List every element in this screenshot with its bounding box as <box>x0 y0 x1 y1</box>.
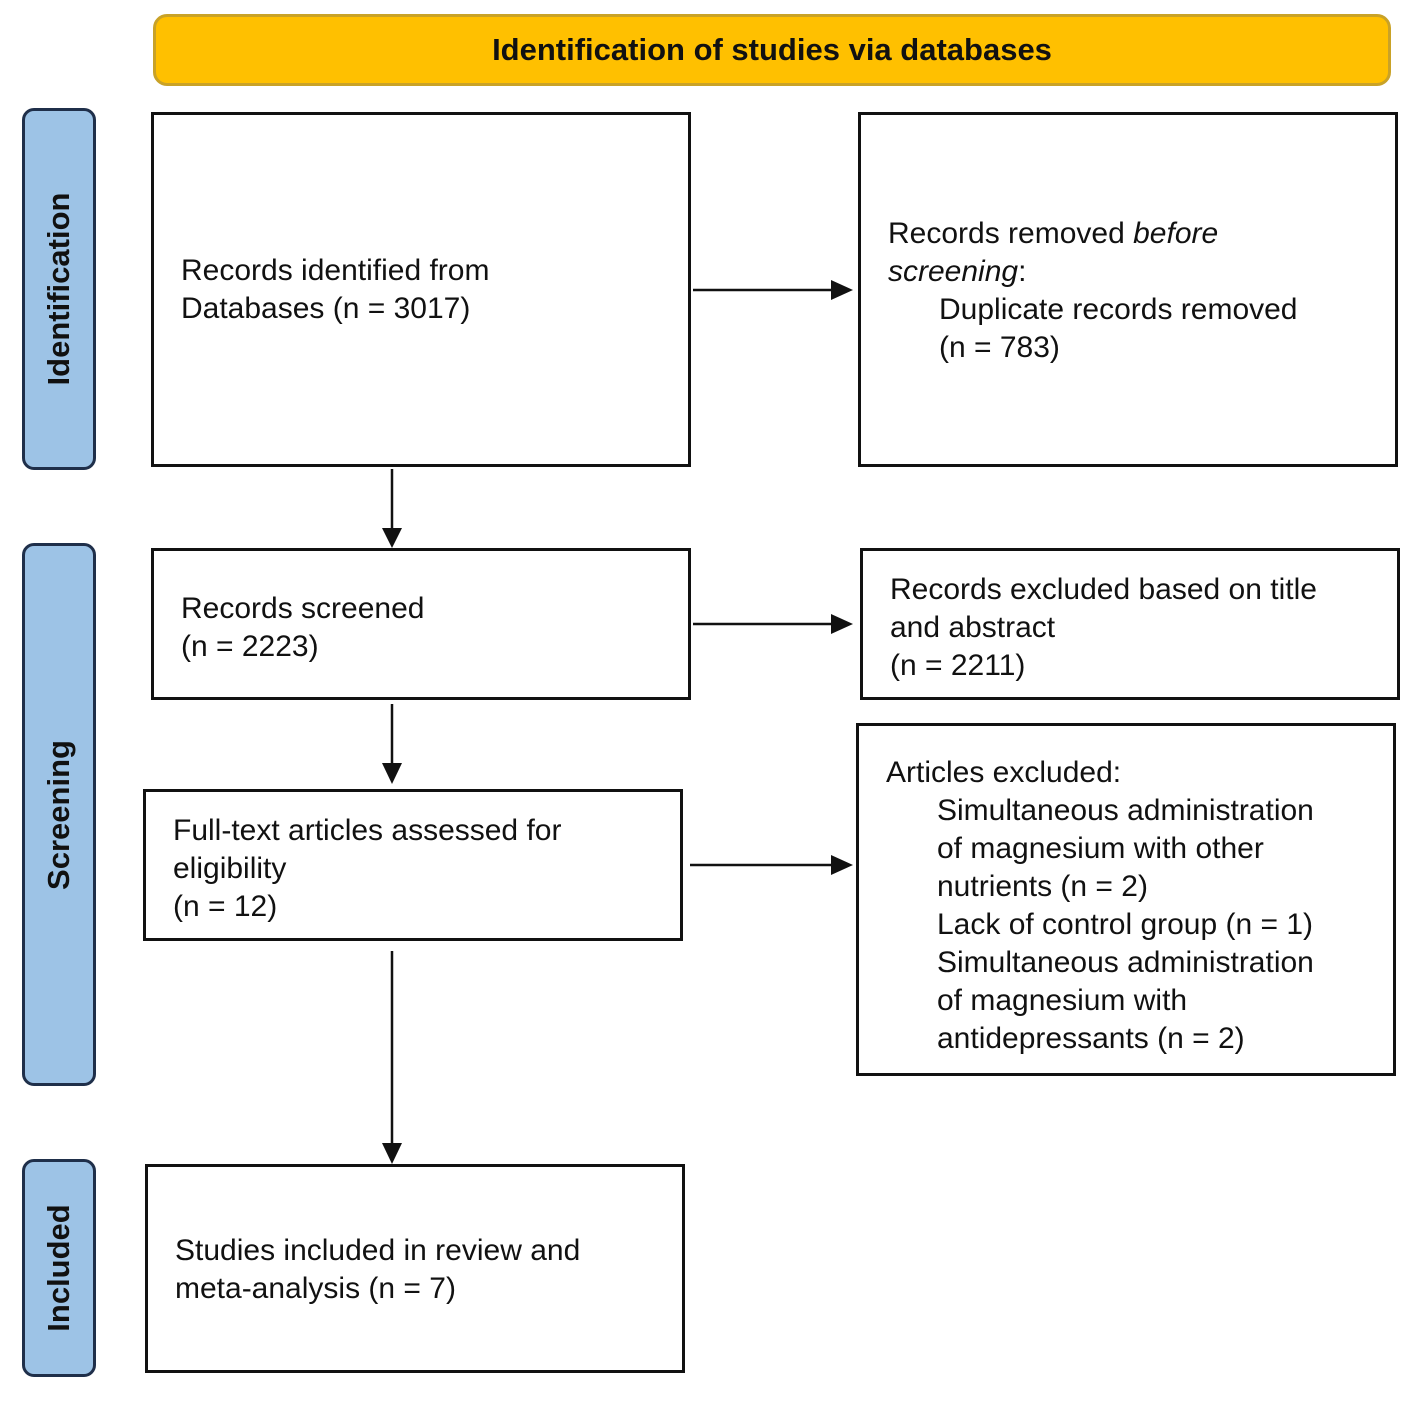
articles-excluded-line4: nutrients (n = 2) <box>937 870 1148 903</box>
arrowhead-identified-to-removed <box>831 280 853 300</box>
records-removed-line2-text: : <box>1018 255 1027 288</box>
stage-included: Included <box>22 1159 96 1377</box>
arrowhead-fulltext-to-included <box>382 1143 402 1164</box>
header-banner: Identification of studies via databases <box>153 14 1391 86</box>
records-removed-line1-text: Records removed <box>888 217 1134 250</box>
articles-excluded-line3: of magnesium with other <box>937 832 1264 865</box>
arrowhead-fulltext-to-excluded <box>831 855 853 875</box>
records-removed-line1: Records removed before <box>888 215 1381 253</box>
records-screened-line1: Records screened <box>181 592 425 625</box>
records-removed-line4: (n = 783) <box>939 331 1060 364</box>
records-removed-line1-em: before <box>1133 217 1219 250</box>
articles-excluded-line7: of magnesium with <box>937 984 1188 1017</box>
full-text-line3: (n = 12) <box>173 890 278 923</box>
records-removed-line2: screening: <box>888 253 1381 291</box>
arrowhead-screened-to-excluded <box>831 614 853 634</box>
articles-excluded-line2: Simultaneous administration <box>937 794 1314 827</box>
articles-excluded-line1: Articles excluded: <box>886 756 1122 789</box>
stage-identification: Identification <box>22 108 96 470</box>
records-excluded-line3: (n = 2211) <box>890 649 1026 682</box>
records-screened-box: Records screened (n = 2223) <box>151 548 691 700</box>
records-identified-line2: Databases (n = 3017) <box>181 292 471 325</box>
records-identified-line1: Records identified from <box>181 254 490 287</box>
articles-excluded-line8: antidepressants (n = 2) <box>937 1022 1245 1055</box>
studies-included-box: Studies included in review and meta-anal… <box>145 1164 685 1373</box>
header-title: Identification of studies via databases <box>492 32 1052 67</box>
records-identified-box: Records identified from Databases (n = 3… <box>151 112 691 467</box>
full-text-box: Full-text articles assessed for eligibil… <box>143 789 683 941</box>
records-excluded-line1: Records excluded based on title <box>890 573 1317 606</box>
articles-excluded-line5: Lack of control group (n = 1) <box>937 908 1314 941</box>
studies-included-line2: meta-analysis (n = 7) <box>175 1272 456 1305</box>
records-removed-box: Records removed before screening: Duplic… <box>858 112 1398 467</box>
records-screened-line2: (n = 2223) <box>181 630 319 663</box>
records-removed-line3: Duplicate records removed <box>939 293 1298 326</box>
stage-screening: Screening <box>22 543 96 1086</box>
studies-included-line1: Studies included in review and <box>175 1234 581 1267</box>
arrowhead-identified-to-screened <box>382 528 402 548</box>
articles-excluded-box: Articles excluded: Simultaneous administ… <box>856 723 1396 1076</box>
articles-excluded-line6: Simultaneous administration <box>937 946 1314 979</box>
records-excluded-box: Records excluded based on title and abst… <box>860 548 1400 700</box>
full-text-line2: eligibility <box>173 852 287 885</box>
records-removed-line2-em: screening <box>888 255 1019 288</box>
full-text-line1: Full-text articles assessed for <box>173 814 562 847</box>
records-excluded-line2: and abstract <box>890 611 1056 644</box>
arrowhead-screened-to-fulltext <box>382 763 402 784</box>
